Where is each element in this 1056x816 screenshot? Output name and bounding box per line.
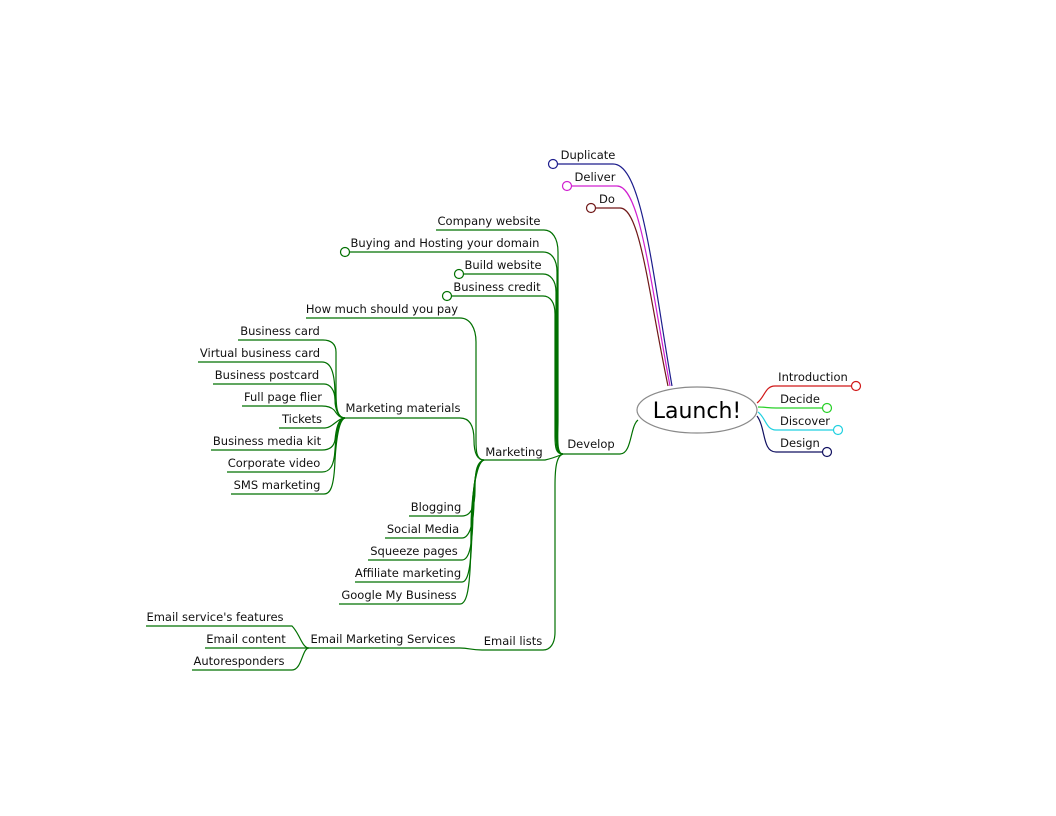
node-business-card[interactable]: Business card [240, 324, 320, 338]
node-introduction[interactable]: Introduction [778, 370, 848, 384]
collapse-node-icon[interactable] [821, 446, 833, 458]
node-company-website[interactable]: Company website [438, 214, 541, 228]
node-social-media[interactable]: Social Media [387, 522, 459, 536]
node-build-website[interactable]: Build website [464, 258, 541, 272]
branch-duplicate: Duplicate [547, 148, 673, 387]
branch-introduction: Introduction [756, 370, 862, 404]
node-business-credit[interactable]: Business credit [453, 280, 541, 294]
branch-develop [146, 229, 639, 671]
node-decide[interactable]: Decide [780, 392, 820, 406]
node-marketing-materials[interactable]: Marketing materials [346, 401, 461, 415]
node-discover[interactable]: Discover [780, 414, 830, 428]
node-google-my-business[interactable]: Google My Business [341, 588, 456, 602]
branch-decide: Decide [757, 392, 833, 414]
collapse-node-icon[interactable] [585, 202, 597, 214]
node-sms-marketing[interactable]: SMS marketing [234, 478, 321, 492]
node-affiliate-marketing[interactable]: Affiliate marketing [355, 566, 461, 580]
branch-design: Design [756, 415, 833, 458]
node-email-service-features[interactable]: Email service's features [146, 610, 283, 624]
node-duplicate[interactable]: Duplicate [561, 148, 616, 162]
collapse-node-icon[interactable] [339, 246, 351, 258]
branch-discover: Discover [757, 411, 844, 436]
collapse-node-icon[interactable] [453, 268, 465, 280]
collapse-node-icon[interactable] [832, 424, 844, 436]
node-corporate-video[interactable]: Corporate video [228, 456, 321, 470]
node-business-media-kit[interactable]: Business media kit [213, 434, 322, 448]
node-email-lists[interactable]: Email lists [484, 634, 542, 648]
collapse-node-icon[interactable] [547, 158, 559, 170]
node-develop[interactable]: Develop [567, 437, 614, 451]
branch-do: Do [585, 192, 669, 387]
node-blogging[interactable]: Blogging [411, 500, 462, 514]
node-do[interactable]: Do [599, 192, 615, 206]
root-label: Launch! [653, 399, 741, 424]
node-deliver[interactable]: Deliver [575, 170, 616, 184]
collapse-node-icon[interactable] [850, 380, 862, 392]
collapse-node-icon[interactable] [561, 180, 573, 192]
branch-deliver: Deliver [561, 170, 671, 387]
node-marketing[interactable]: Marketing [485, 445, 542, 459]
node-squeeze-pages[interactable]: Squeeze pages [370, 544, 458, 558]
node-email-marketing-services[interactable]: Email Marketing Services [310, 632, 455, 646]
node-full-page-flier[interactable]: Full page flier [244, 390, 322, 404]
root-node[interactable]: Launch! [636, 386, 758, 434]
node-tickets[interactable]: Tickets [281, 412, 322, 426]
collapse-node-icon[interactable] [821, 402, 833, 414]
node-autoresponders[interactable]: Autoresponders [194, 654, 285, 668]
node-how-much-should-you-pay[interactable]: How much should you pay [306, 302, 458, 316]
node-design[interactable]: Design [780, 436, 820, 450]
node-email-content[interactable]: Email content [206, 632, 286, 646]
collapse-node-icon[interactable] [441, 290, 453, 302]
node-buying-hosting-domain[interactable]: Buying and Hosting your domain [351, 236, 540, 250]
node-business-postcard[interactable]: Business postcard [215, 368, 319, 382]
node-virtual-business-card[interactable]: Virtual business card [200, 346, 320, 360]
